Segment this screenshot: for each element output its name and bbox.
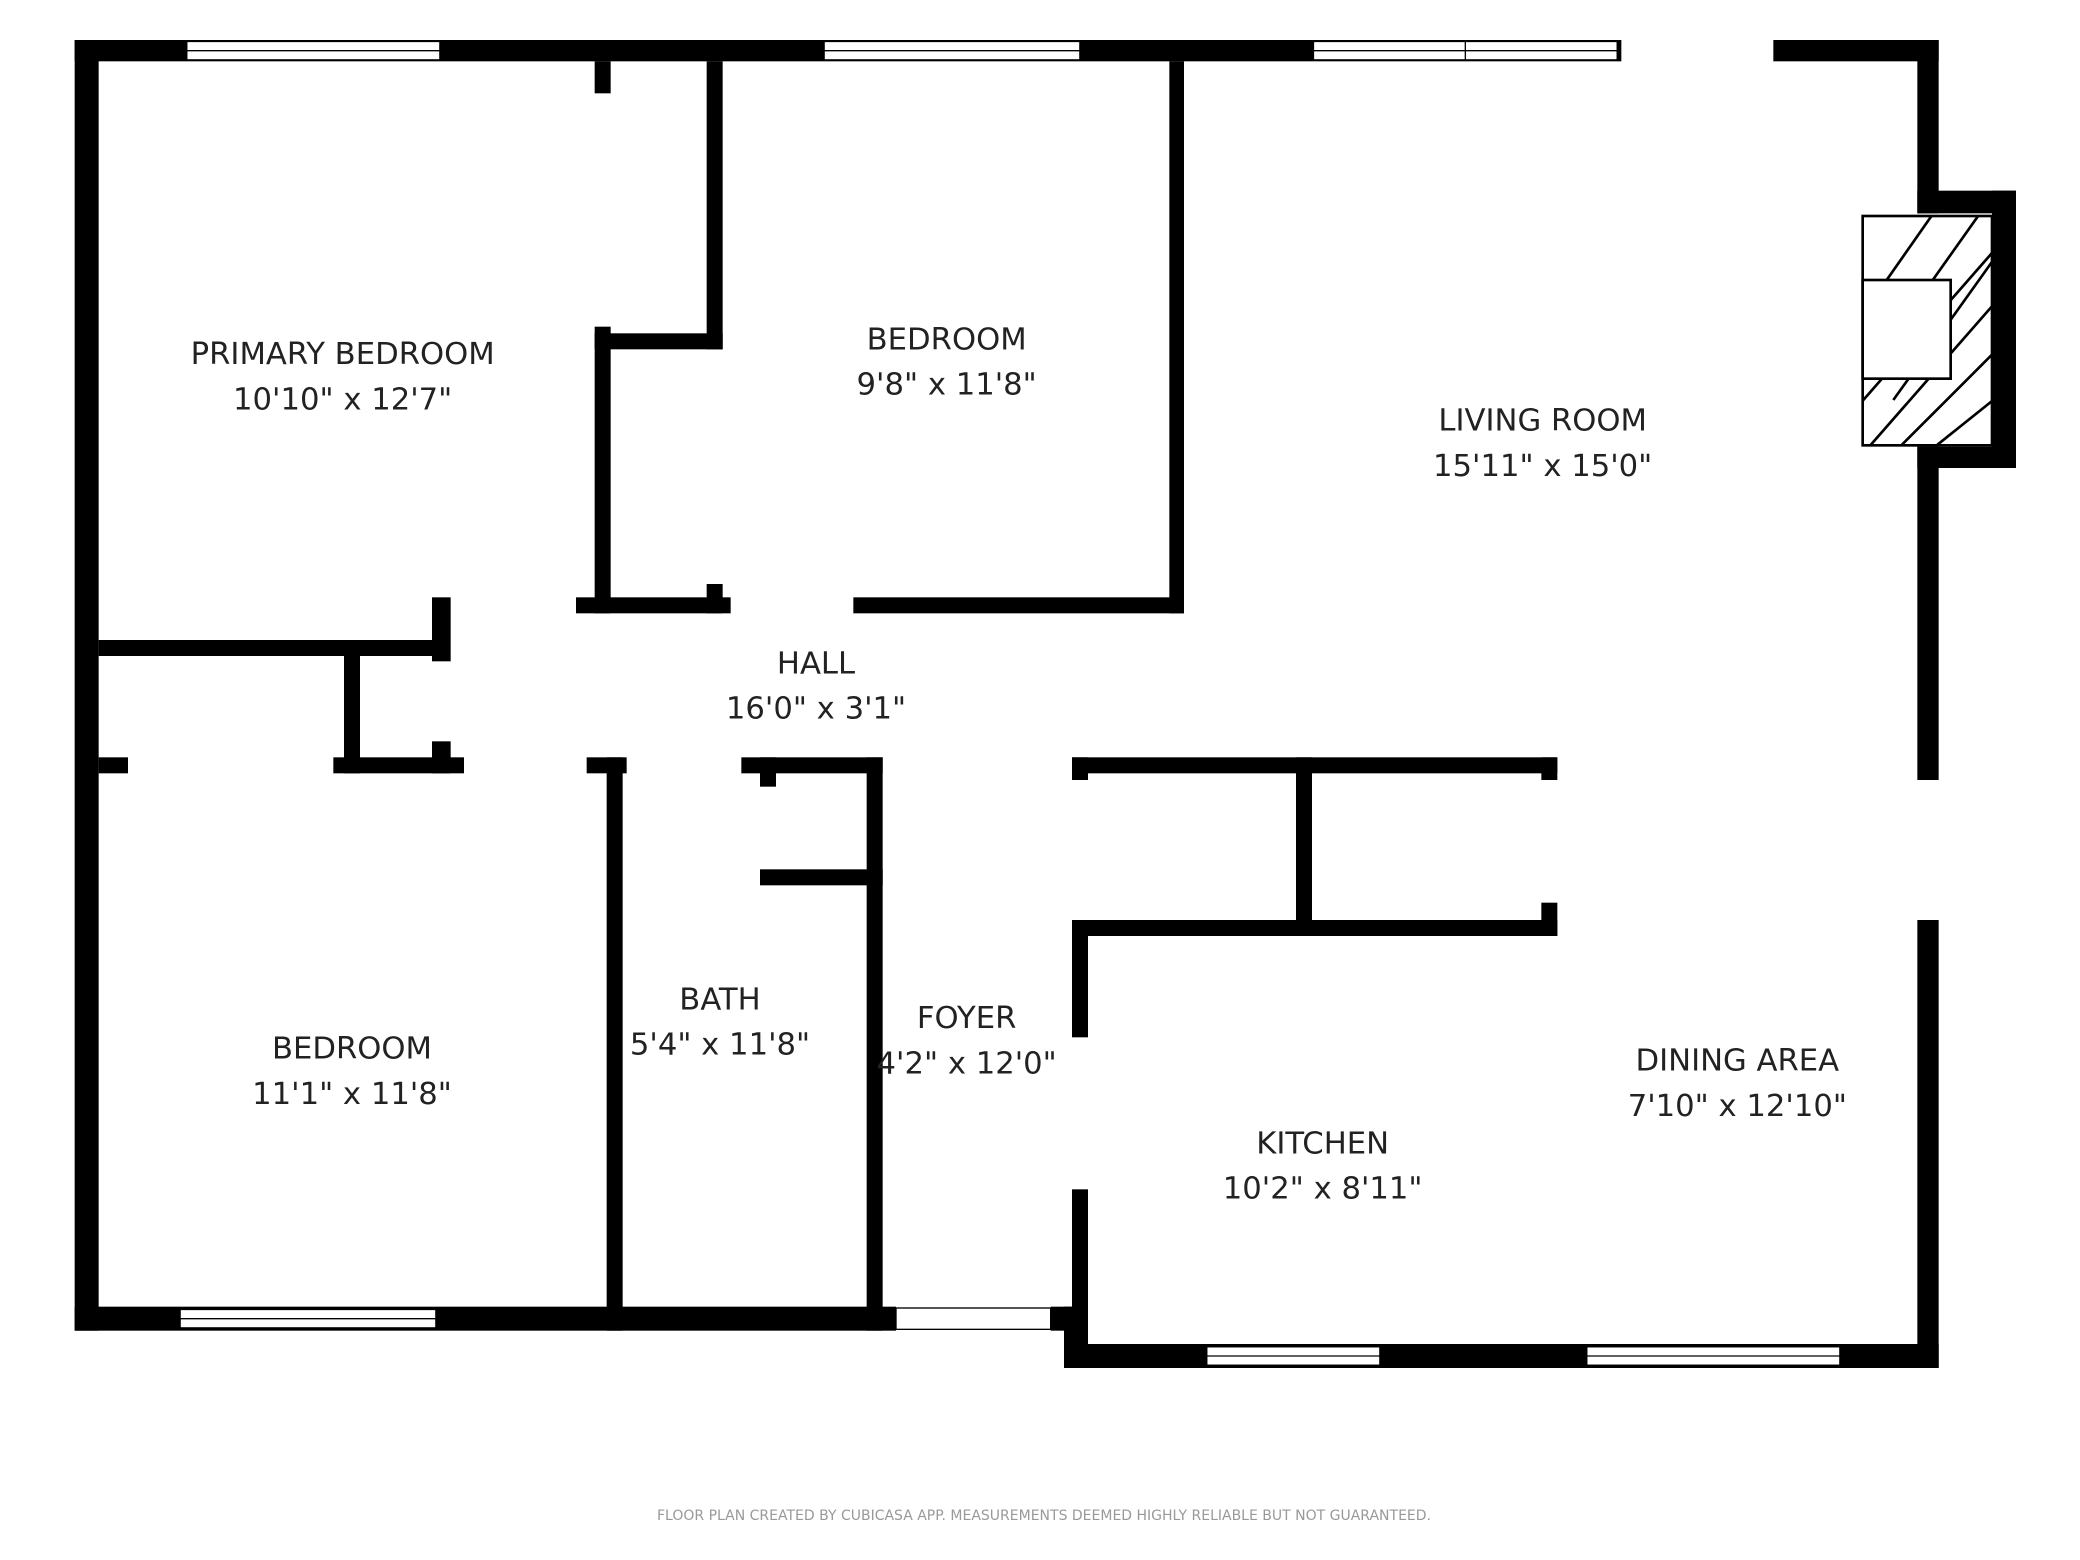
room-size: 7'10" x 12'10"	[1628, 1089, 1847, 1124]
room-size: 10'2" x 8'11"	[1223, 1172, 1423, 1207]
room-name: DINING AREA	[1635, 1044, 1839, 1079]
room-name: PRIMARY BEDROOM	[191, 337, 495, 372]
room-name: FOYER	[917, 1001, 1016, 1036]
room-size: 5'4" x 11'8"	[630, 1028, 810, 1063]
room-name: HALL	[777, 646, 855, 681]
room-name: LIVING ROOM	[1438, 404, 1647, 439]
room-size: 4'2" x 12'0"	[877, 1046, 1057, 1081]
fireplace-icon	[1861, 214, 1994, 447]
walls	[74, 40, 2016, 1368]
room-size: 9'8" x 11'8"	[857, 368, 1037, 403]
room-size: 10'10" x 12'7"	[233, 382, 452, 417]
room-size: 16'0" x 3'1"	[726, 692, 906, 727]
footer-disclaimer: FLOOR PLAN CREATED BY CUBICASA APP. MEAS…	[657, 1508, 1431, 1524]
windows	[179, 40, 1841, 1367]
room-size: 11'1" x 11'8"	[252, 1077, 452, 1112]
room-name: BEDROOM	[867, 322, 1027, 357]
room-name: BEDROOM	[272, 1032, 432, 1067]
room-name: BATH	[679, 982, 760, 1017]
room-name: KITCHEN	[1256, 1126, 1389, 1161]
room-labels: PRIMARY BEDROOM 10'10" x 12'7" BEDROOM 9…	[191, 322, 1847, 1206]
room-size: 15'11" x 15'0"	[1433, 449, 1652, 484]
